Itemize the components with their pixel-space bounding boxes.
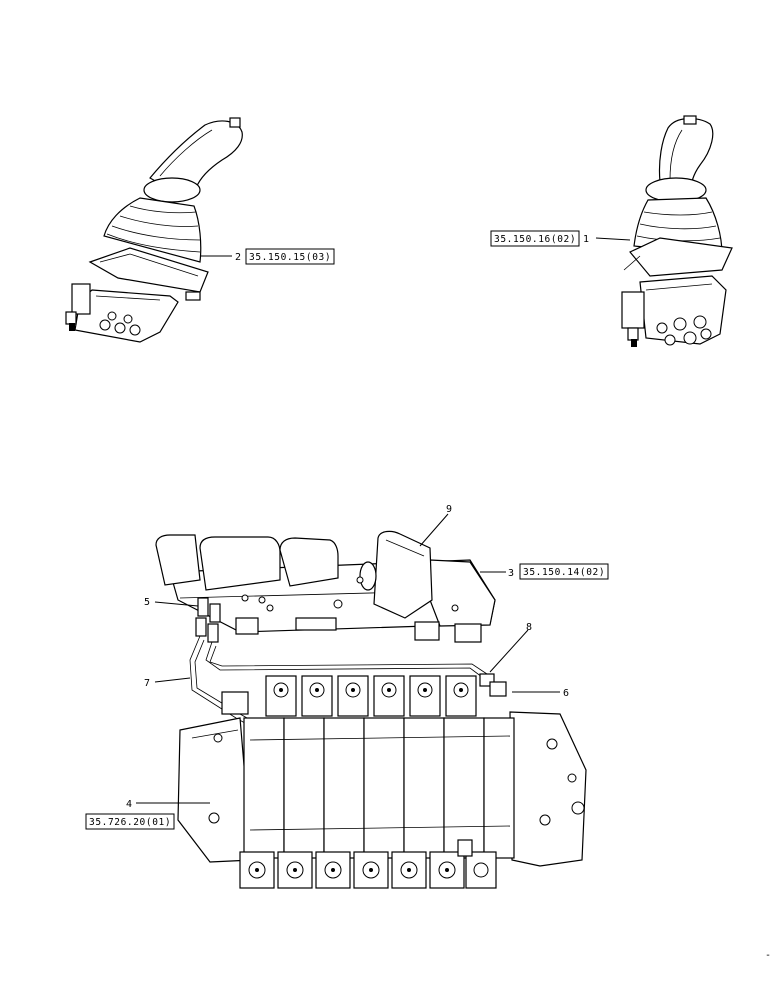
lower-ports <box>239 851 497 889</box>
main-control-valve <box>177 675 587 889</box>
reference-text-2[interactable]: 35.150.15(03) <box>249 252 331 263</box>
leader-line-8 <box>489 629 529 673</box>
reference-box-1 <box>490 230 580 247</box>
leader-line-7 <box>154 677 191 683</box>
corner-mark: - <box>765 950 771 961</box>
upper-ports <box>265 675 477 717</box>
callout-number-5: 5 <box>144 597 150 608</box>
callout-number-2: 2 <box>235 252 241 263</box>
callout-4: 4 35.726.20(01) <box>85 799 175 830</box>
leader-line-9 <box>419 513 449 547</box>
callout-number-8: 8 <box>526 622 532 633</box>
callout-number-9: 9 <box>446 504 452 515</box>
joystick-left <box>65 117 243 343</box>
callout-3: 3 35.150.14(02) <box>508 563 609 580</box>
callout-number-6: 6 <box>563 688 569 699</box>
callout-number-3: 3 <box>508 568 514 579</box>
joystick-right <box>621 115 733 347</box>
callout-2: 2 35.150.15(03) <box>235 248 335 265</box>
callout-number-1: 1 <box>583 234 589 245</box>
callout-number-7: 7 <box>144 678 150 689</box>
reference-text-1[interactable]: 35.150.16(02) <box>494 234 576 245</box>
callout-1: 35.150.16(02) 1 <box>490 230 589 247</box>
reference-box-4 <box>85 813 175 830</box>
valve-sections <box>243 717 515 859</box>
reference-box-2 <box>245 248 335 265</box>
reference-text-4[interactable]: 35.726.20(01) <box>89 817 171 828</box>
pilot-block <box>155 530 496 643</box>
leader-line-1 <box>595 237 631 241</box>
leader-line-5 <box>154 601 199 607</box>
callout-number-4: 4 <box>126 799 132 810</box>
reference-text-3[interactable]: 35.150.14(02) <box>523 567 605 578</box>
reference-box-3 <box>519 563 609 580</box>
